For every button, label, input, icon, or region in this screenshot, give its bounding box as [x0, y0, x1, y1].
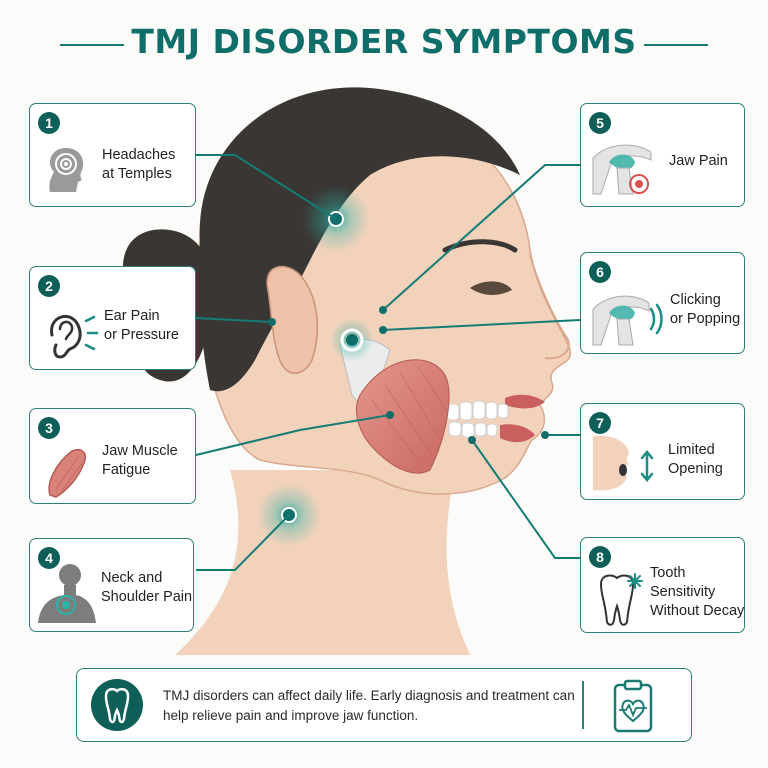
title-rule-left — [60, 44, 124, 46]
symptom-number: 1 — [38, 112, 60, 134]
symptom-number: 4 — [38, 547, 60, 569]
eye — [470, 281, 512, 295]
muscle-icon — [48, 449, 86, 498]
footer-divider — [582, 681, 584, 729]
symptom-number: 6 — [589, 261, 611, 283]
neck — [175, 470, 470, 655]
symptom-label-line1: Neck and — [101, 570, 163, 586]
symptom-label-line1: Jaw Muscle — [102, 443, 178, 459]
nose — [529, 254, 570, 360]
symptom-label-line3: Without Decay — [650, 603, 745, 619]
lower-lip — [500, 424, 535, 443]
tooth-icon-badge — [91, 679, 143, 731]
symptom-label-line2: Opening — [668, 461, 723, 477]
symptom-card-8: 8 Tooth Sensitivity Without Decay — [580, 537, 745, 633]
symptom-label-line1: Jaw Pain — [669, 153, 728, 169]
symptom-card-5: 5 Jaw Pain — [580, 103, 745, 207]
symptom-label-line1: Tooth — [650, 565, 686, 581]
symptom-card-6: 6 Clicking or Popping — [580, 252, 745, 354]
symptom-number: 8 — [589, 546, 611, 568]
symptom-label-line1: Ear Pain — [104, 308, 160, 324]
hair — [199, 87, 521, 392]
ear-icon — [50, 314, 99, 359]
symptom-label-line2: Fatigue — [102, 462, 151, 478]
symptom-number: 3 — [38, 417, 60, 439]
symptom-card-7: 7 Limited Opening — [580, 403, 745, 500]
symptom-label-line1: Headaches — [102, 147, 176, 163]
clipboard-heartbeat-icon — [613, 679, 653, 733]
ear — [266, 265, 319, 374]
symptom-card-1: 1 Headaches at Temples — [29, 103, 196, 207]
masseter-muscle — [356, 359, 450, 474]
page-title: TMJ DISORDER SYMPTOMS — [131, 22, 637, 61]
symptom-card-2: 2 Ear Pain or Pressure — [29, 266, 196, 370]
symptom-label-line2: Shoulder Pain — [101, 589, 193, 605]
mouth-opening-icon — [593, 435, 654, 491]
symptom-number: 7 — [589, 412, 611, 434]
jaw-joint-icon — [592, 144, 652, 195]
symptom-label-line1: Clicking — [670, 292, 721, 308]
tooth-snowflake-icon — [599, 573, 643, 626]
tooth-icon — [104, 687, 130, 724]
teeth — [446, 400, 509, 438]
symptom-label-line1: Limited — [668, 442, 715, 458]
symptom-number: 5 — [589, 112, 611, 134]
symptom-label-line2: or Popping — [670, 311, 741, 327]
footer-note: TMJ disorders can affect daily life. Ear… — [76, 668, 692, 742]
upper-lip — [505, 394, 545, 409]
symptom-label-line2: Sensitivity — [650, 584, 716, 600]
head-target-icon — [49, 148, 84, 192]
jaw-joint-sound-icon — [592, 295, 663, 346]
footer-text: TMJ disorders can affect daily life. Ear… — [163, 688, 575, 723]
symptom-label-line2: at Temples — [102, 166, 172, 182]
symptom-card-3: 3 Jaw Muscle Fatigue — [29, 408, 196, 504]
neck-shoulder-icon — [38, 564, 96, 623]
title-rule-right — [644, 44, 708, 46]
leader-lines — [195, 154, 581, 571]
symptom-card-4: 4 Neck and Shoulder Pain — [29, 538, 194, 632]
title-bar: TMJ DISORDER SYMPTOMS — [0, 20, 768, 70]
symptom-label-line2: or Pressure — [104, 327, 179, 343]
symptom-number: 2 — [38, 275, 60, 297]
